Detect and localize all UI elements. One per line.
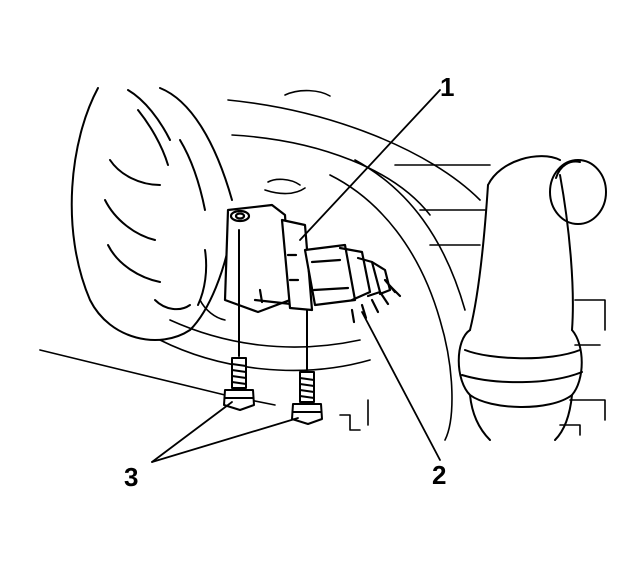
leader-2 xyxy=(361,311,441,461)
sensor-bracket xyxy=(223,203,314,314)
engine-background-lines xyxy=(39,89,606,441)
electrical-connector xyxy=(303,243,402,324)
leader-3b xyxy=(151,417,299,463)
wheel-left xyxy=(70,87,233,341)
leader-3a xyxy=(151,401,233,463)
callout-3-label: 3 xyxy=(124,462,139,492)
leader-1 xyxy=(299,89,441,241)
leader-lines xyxy=(151,89,441,463)
bolt-left xyxy=(223,229,255,411)
callout-1-label: 1 xyxy=(440,72,455,102)
callout-2-label: 2 xyxy=(432,460,447,490)
bolt-right xyxy=(291,309,323,425)
cylinder-right xyxy=(457,155,607,441)
